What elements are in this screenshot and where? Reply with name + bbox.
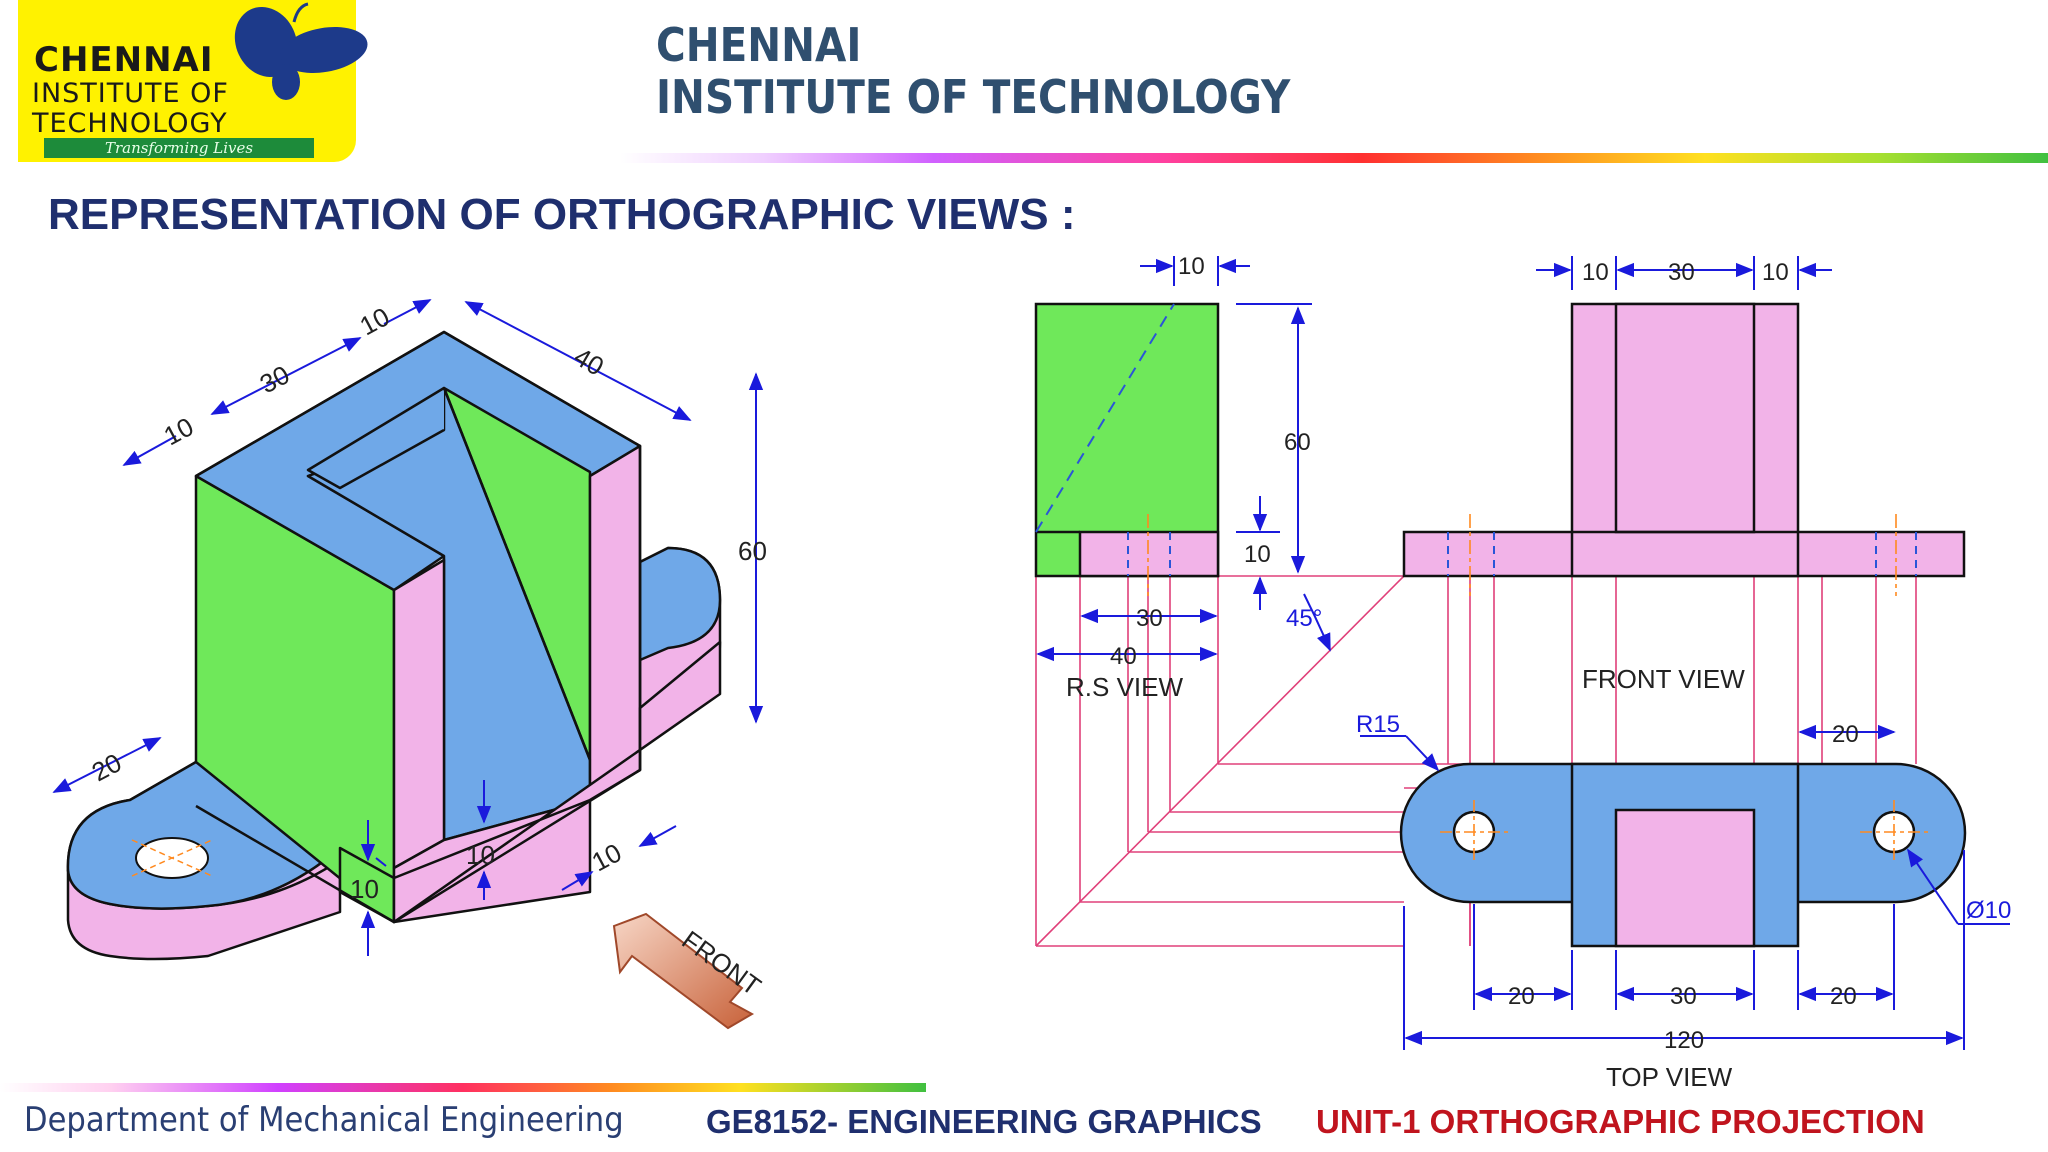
rs-dim-10-top: 10	[1178, 253, 1205, 280]
rs-dim-10: 10	[1244, 541, 1271, 568]
top-dim-120: 120	[1664, 1027, 1704, 1054]
iso-dim-60: 60	[738, 536, 767, 566]
top-dim-20-left: 20	[1508, 983, 1535, 1010]
iso-dim-10-left: 10	[159, 411, 199, 451]
top-hole-label: Ø10	[1966, 897, 2011, 924]
institute-logo: CHENNAI INSTITUTE OF TECHNOLOGY Transfor…	[18, 0, 368, 162]
isometric-view	[66, 330, 722, 961]
iso-dim-10-top: 10	[355, 301, 395, 341]
iso-dim-10-step: 10	[466, 840, 495, 870]
iso-dimensions	[52, 299, 764, 956]
logo-text-technology: TECHNOLOGY	[32, 108, 228, 139]
iso-dim-10-right: 10	[587, 837, 627, 877]
top-r15-label: R15	[1356, 711, 1400, 738]
header-divider	[620, 153, 2048, 163]
unit-title: UNIT-1 ORTHOGRAPHIC PROJECTION	[1316, 1103, 1925, 1140]
angle-45-label: 45°	[1286, 605, 1322, 632]
front-view-label: FRONT VIEW	[1582, 664, 1745, 694]
front-direction-arrow: FRONT	[612, 912, 767, 1030]
logo-text-chennai: CHENNAI	[34, 40, 214, 80]
institute-name-line1: CHENNAI	[656, 18, 862, 72]
department-name: Department of Mechanical Engineering	[24, 1100, 624, 1140]
iso-dim-10-slot: 10	[350, 874, 379, 904]
rs-view	[1034, 302, 1220, 578]
rs-dim-40: 40	[1110, 643, 1137, 670]
top-dim-20-right: 20	[1832, 721, 1859, 748]
top-view	[1399, 762, 1967, 948]
slide-title: REPRESENTATION OF ORTHOGRAPHIC VIEWS :	[48, 190, 1076, 239]
top-view-label: TOP VIEW	[1606, 1062, 1733, 1092]
rs-dim-30: 30	[1136, 605, 1163, 632]
logo-text-institute: INSTITUTE OF	[32, 78, 229, 109]
front-dim-10-left: 10	[1582, 259, 1609, 286]
logo-tagline: Transforming Lives	[44, 138, 314, 158]
rs-dim-60: 60	[1284, 429, 1311, 456]
front-dim-10-right: 10	[1762, 259, 1789, 286]
iso-dim-20: 20	[87, 747, 127, 787]
top-dim-30: 30	[1670, 983, 1697, 1010]
front-view	[1402, 302, 1966, 578]
front-dim-30: 30	[1668, 259, 1695, 286]
butterfly-logo-icon	[234, 2, 368, 100]
top-dim-20-mid: 20	[1830, 983, 1857, 1010]
iso-hole-centerlines	[131, 839, 213, 877]
footer-divider	[0, 1083, 926, 1092]
rs-view-label: R.S VIEW	[1066, 672, 1183, 702]
iso-dim-30: 30	[255, 359, 295, 399]
institute-name-line2: INSTITUTE OF TECHNOLOGY	[656, 70, 1291, 124]
iso-dim-40: 40	[569, 341, 609, 381]
course-code: GE8152- ENGINEERING GRAPHICS	[706, 1103, 1262, 1140]
ortho-dimensions	[1036, 256, 2010, 1050]
